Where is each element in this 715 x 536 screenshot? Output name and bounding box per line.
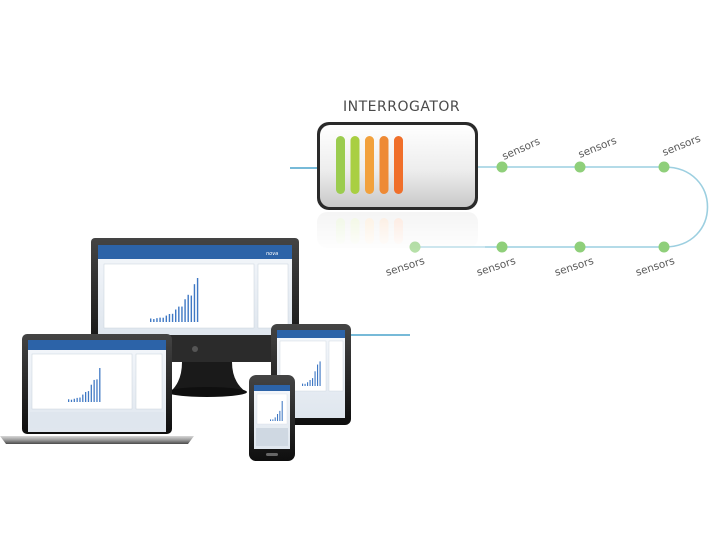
status-bar-group [336, 136, 403, 194]
status-bar [394, 136, 403, 194]
sensor-fiber-loop [415, 166, 709, 248]
status-bar [336, 136, 345, 194]
sensor-node [574, 161, 586, 173]
sensor-label: sensors [500, 135, 542, 162]
laptop [0, 334, 194, 444]
sensor-label: sensors [384, 255, 426, 279]
sensor-node [574, 241, 586, 253]
interrogator-device [317, 122, 478, 210]
screen-chart [302, 361, 321, 386]
sensor-node [658, 241, 670, 253]
interrogator-title: INTERROGATOR [343, 99, 460, 115]
sensor-label: sensors [475, 255, 517, 279]
sensor-node [658, 161, 670, 173]
sensor-label: sensors [634, 255, 676, 279]
status-bar [365, 136, 374, 194]
status-bar [350, 136, 360, 194]
interrogator-reflection [310, 210, 485, 252]
screen-chart [270, 401, 283, 421]
smartphone [249, 375, 295, 461]
status-bar [379, 136, 389, 194]
sensor-node [496, 161, 508, 173]
sensor-label: sensors [553, 255, 595, 279]
screen-chart [150, 278, 199, 322]
device-logo: nova [266, 251, 278, 257]
sensor-label: sensors [661, 133, 703, 159]
sensor-node-group [409, 161, 670, 253]
sensor-label: sensors [577, 135, 619, 161]
sensor-node [496, 241, 508, 253]
screen-chart [68, 368, 101, 402]
